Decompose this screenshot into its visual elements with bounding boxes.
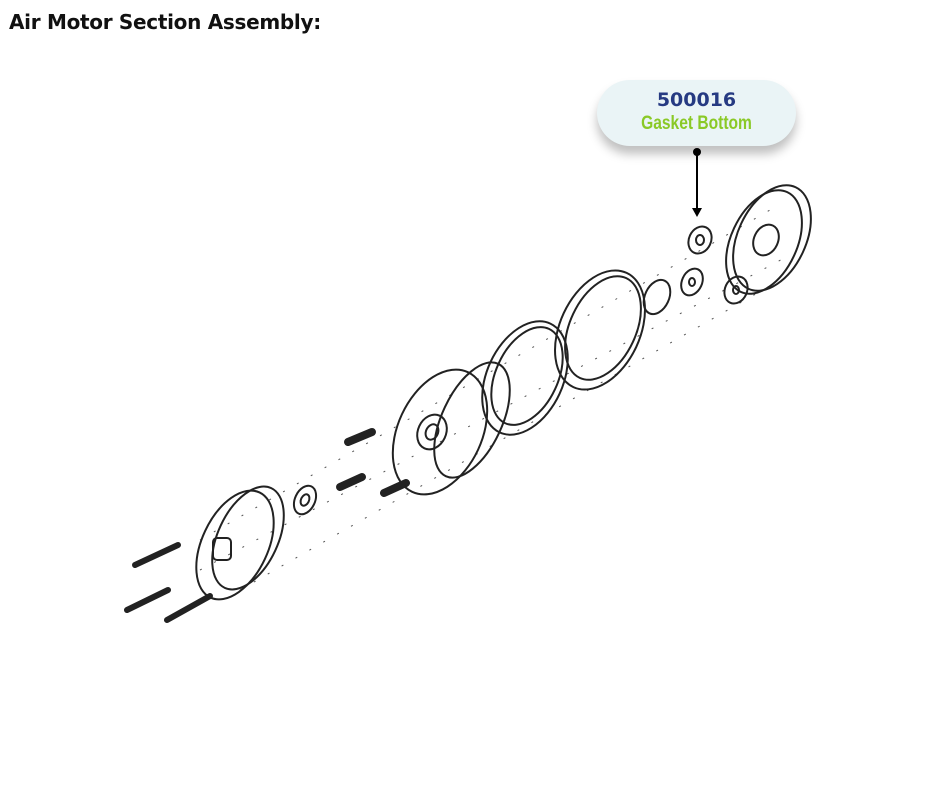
pins — [336, 428, 410, 497]
axis-lines — [199, 209, 791, 591]
washer — [292, 484, 318, 516]
part-description: Gasket Bottom — [641, 113, 752, 134]
part-callout: 500016 Gasket Bottom — [597, 80, 796, 146]
right-end-plate — [725, 184, 812, 295]
gasket-bottom — [687, 225, 713, 255]
part-number: 500016 — [656, 89, 737, 111]
small-seal — [642, 278, 672, 316]
bolts — [124, 542, 213, 623]
left-end-plate — [195, 485, 285, 601]
section-title: Air Motor Section Assembly: — [9, 10, 321, 34]
o-ring-1 — [481, 320, 569, 436]
o-ring-2 — [554, 269, 646, 391]
callout-leader — [692, 148, 702, 217]
